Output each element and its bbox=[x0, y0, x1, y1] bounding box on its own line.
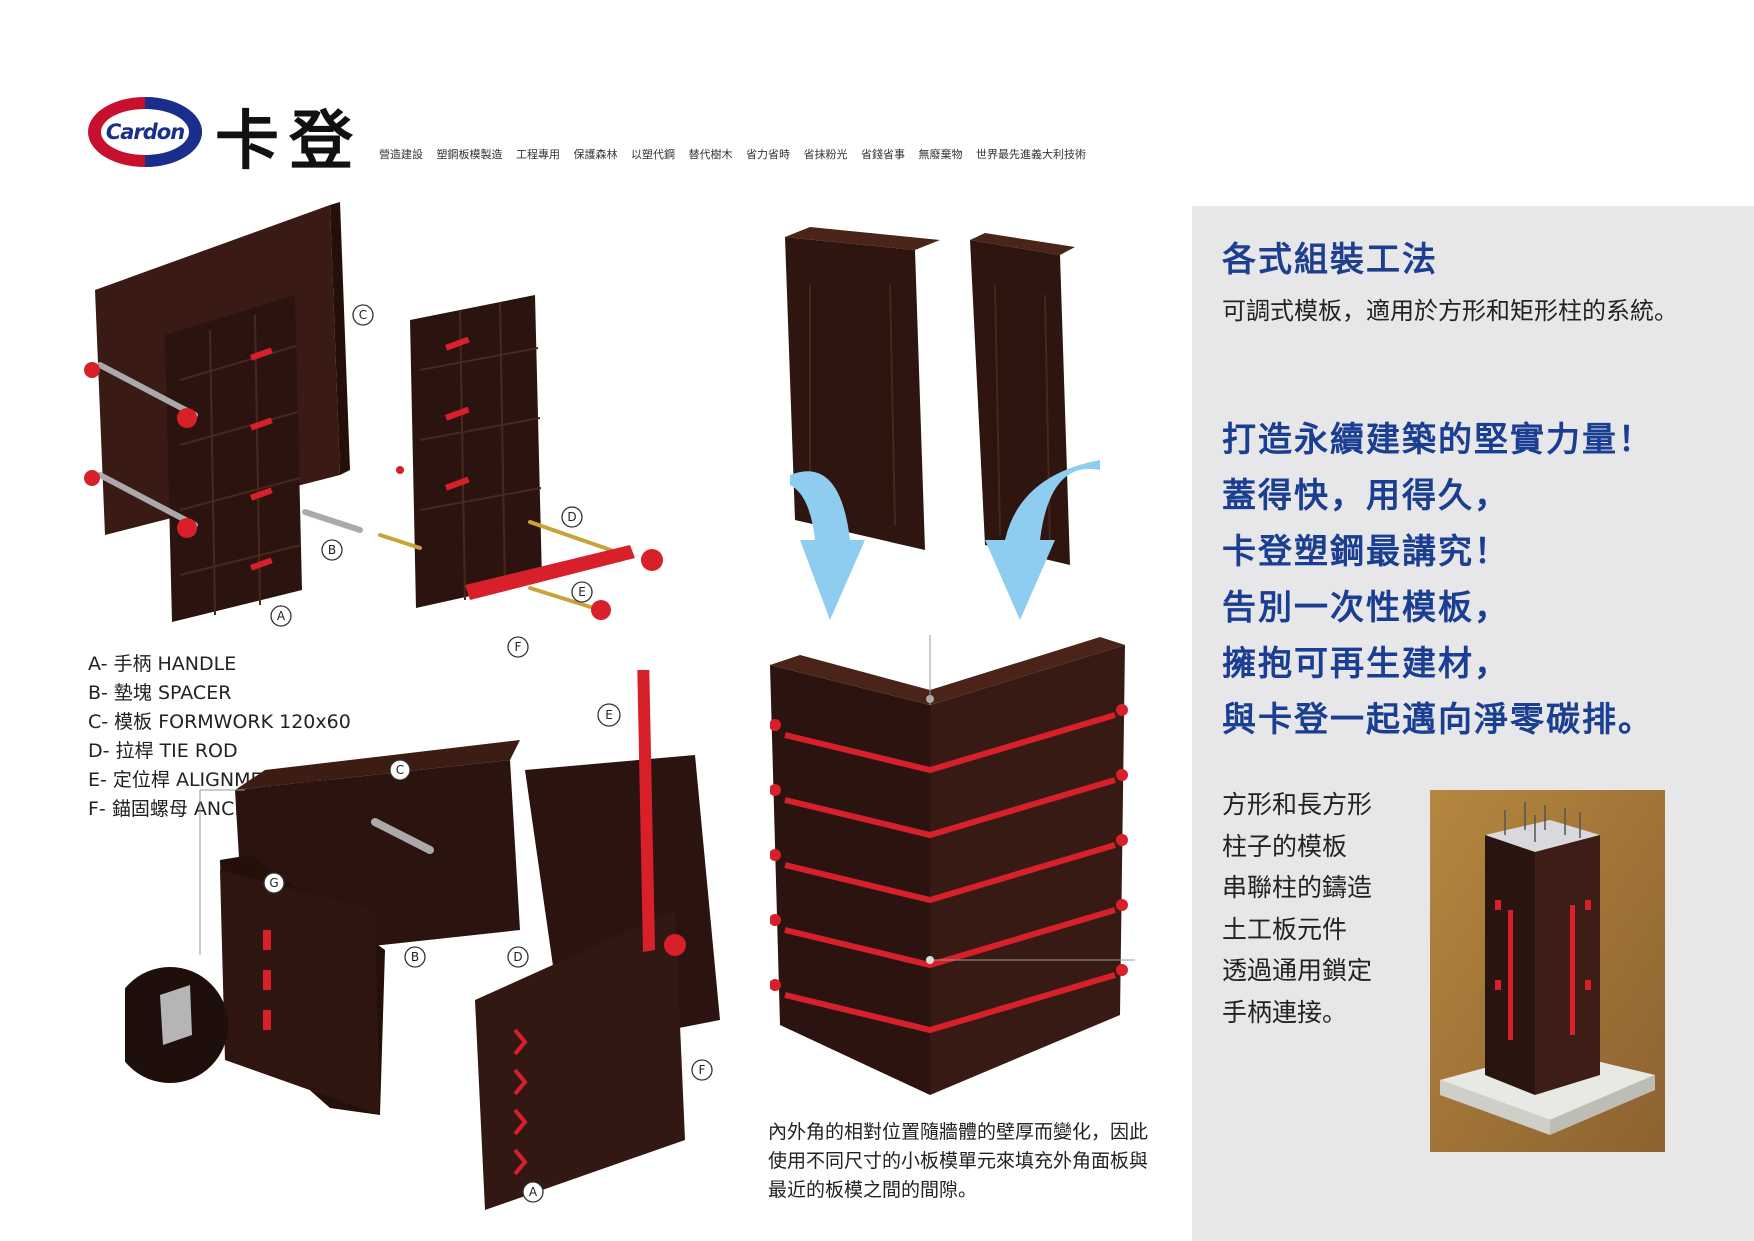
svg-text:F: F bbox=[515, 640, 522, 654]
front-left-panel bbox=[220, 870, 380, 1115]
corner-caption: 內外角的相對位置隨牆體的壁厚而變化，因此使用不同尺寸的小板模單元來填充外角面板與… bbox=[768, 1121, 1149, 1201]
svg-text:B: B bbox=[328, 543, 336, 557]
tagline-item: 世界最先進義大利技術 bbox=[976, 148, 1086, 161]
slogan-block: 打造永續建築的堅實力量！ 蓋得快，用得久， 卡登塑鋼最講究！ 告別一次性模板， … bbox=[1222, 412, 1654, 748]
tagline-item: 省力省時 bbox=[746, 148, 790, 161]
panel-description: 可調式模板，適用於方形和矩形柱的系統。 bbox=[1222, 297, 1678, 325]
tagline-item: 塑鋼板模製造 bbox=[436, 148, 503, 161]
marker-c: C bbox=[352, 304, 374, 326]
column-description-line: 柱子的模板 bbox=[1222, 831, 1348, 861]
marker-a: A bbox=[522, 1181, 544, 1203]
slogan-line: 卡登塑鋼最講究！ bbox=[1222, 532, 1510, 572]
marker-e: E bbox=[571, 581, 593, 603]
svg-text:D: D bbox=[567, 510, 576, 524]
down-arrow-icon bbox=[790, 471, 865, 620]
middle-panel bbox=[410, 295, 542, 608]
column-description-line: 透過通用鎖定 bbox=[1222, 956, 1373, 985]
slogan-line: 蓋得快，用得久， bbox=[1222, 476, 1510, 516]
tagline: 營造建設 塑鋼板模製造 工程專用 保護森林 以塑代鋼 替代樹木 省力省時 省抹粉… bbox=[379, 146, 1096, 162]
marker-g: G bbox=[263, 872, 285, 894]
column-description-line: 土工板元件 bbox=[1222, 914, 1348, 944]
front-panel bbox=[165, 295, 302, 622]
marker-d: D bbox=[561, 506, 583, 528]
tagline-item: 替代樹木 bbox=[688, 148, 733, 161]
marker-b: B bbox=[404, 946, 426, 968]
exploded-formwork-diagram: C B A D E F bbox=[84, 202, 663, 658]
svg-text:A: A bbox=[277, 609, 286, 623]
tagline-item: 保護森林 bbox=[573, 148, 618, 161]
svg-text:E: E bbox=[578, 585, 586, 599]
marker-a: A bbox=[270, 605, 292, 627]
marker-f: F bbox=[691, 1059, 713, 1081]
svg-text:C: C bbox=[396, 763, 404, 777]
down-arrow-icon bbox=[985, 460, 1100, 620]
slogan-line: 擁抱可再生建材， bbox=[1222, 644, 1510, 684]
tagline-item: 省錢省事 bbox=[861, 148, 905, 161]
slogan-line: 告別一次性模板， bbox=[1222, 588, 1510, 628]
svg-text:G: G bbox=[269, 876, 278, 890]
slogan-line: 與卡登一起邁向淨零碳排。 bbox=[1222, 700, 1654, 740]
corner-column-diagram bbox=[770, 227, 1135, 1095]
legend-item: B- 墊塊 SPACER bbox=[88, 682, 232, 704]
slogan-line: 打造永續建築的堅實力量！ bbox=[1222, 420, 1654, 460]
tagline-item: 工程專用 bbox=[516, 148, 560, 161]
svg-text:F: F bbox=[699, 1063, 706, 1077]
tagline-item: 以塑代鋼 bbox=[631, 148, 675, 161]
svg-text:C: C bbox=[359, 308, 367, 322]
column-photo bbox=[1430, 790, 1665, 1152]
svg-text:E: E bbox=[605, 708, 613, 722]
svg-text:B: B bbox=[411, 950, 419, 964]
alignment-bar-vertical bbox=[637, 670, 655, 952]
panel-title: 各式組裝工法 bbox=[1222, 240, 1438, 280]
marker-f: F bbox=[507, 636, 529, 658]
column-description: 方形和長方形 柱子的模板 串聯柱的鑄造 土工板元件 透過通用鎖定 手柄連接。 bbox=[1222, 784, 1372, 1033]
legend-item: A- 手柄 HANDLE bbox=[88, 653, 237, 675]
tagline-item: 營造建設 bbox=[379, 148, 423, 161]
legend-item: D- 拉桿 TIE ROD bbox=[88, 740, 238, 762]
tagline-item: 無廢棄物 bbox=[918, 148, 963, 161]
box-assembly-diagram: C G B D E F A bbox=[125, 670, 720, 1210]
cardon-logo: Cardon bbox=[88, 97, 202, 167]
marker-e: E bbox=[597, 703, 621, 727]
marker-b: B bbox=[321, 539, 343, 561]
front-right-panel bbox=[475, 910, 685, 1210]
column-description-line: 手柄連接。 bbox=[1222, 997, 1348, 1027]
svg-text:Cardon: Cardon bbox=[106, 120, 184, 144]
column-description-line: 串聯柱的鑄造 bbox=[1222, 873, 1373, 902]
svg-text:D: D bbox=[513, 950, 522, 964]
marker-c: C bbox=[389, 759, 411, 781]
column-description-line: 方形和長方形 bbox=[1222, 790, 1373, 819]
tagline-item: 省抹粉光 bbox=[803, 148, 848, 161]
legend-item: C- 模板 FORMWORK 120x60 bbox=[88, 711, 351, 733]
marker-d: D bbox=[507, 946, 529, 968]
svg-text:A: A bbox=[529, 1185, 538, 1199]
alignment-bar bbox=[465, 545, 635, 600]
brand-name: 卡登 bbox=[215, 104, 363, 179]
